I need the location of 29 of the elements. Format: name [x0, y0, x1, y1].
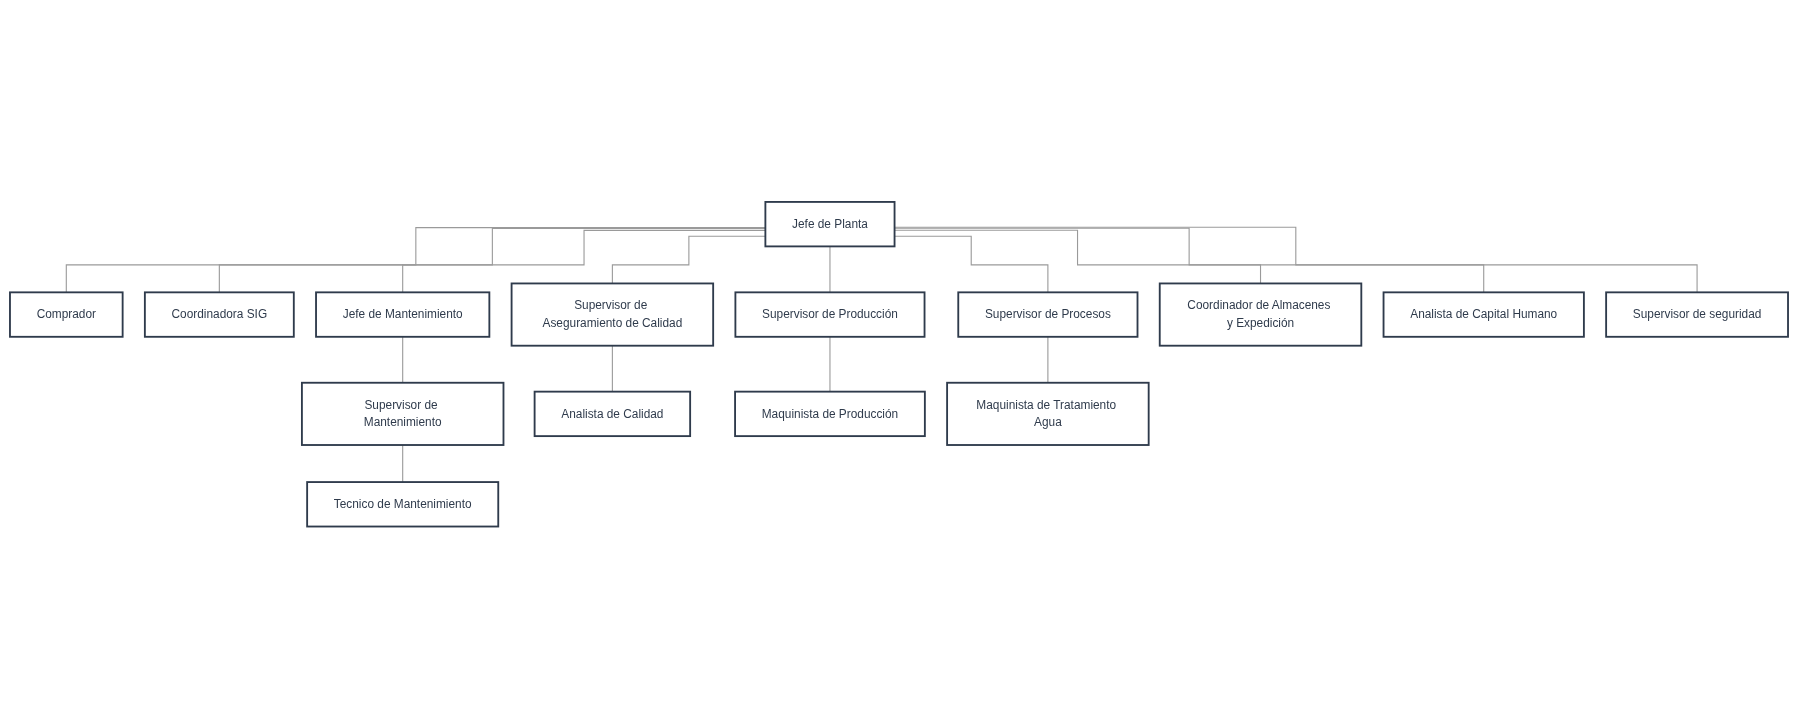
connector: [894, 227, 1485, 293]
connector: [829, 336, 831, 392]
node-box: Supervisor de Procesos: [957, 291, 1139, 338]
node-box: Supervisor de Mantenimiento: [301, 381, 505, 446]
node-box: Supervisor de Aseguramiento de Calidad: [510, 282, 715, 347]
connector: [218, 227, 766, 293]
node-box: Supervisor de Producción: [734, 291, 926, 338]
node-box: Maquinista de Producción: [734, 390, 926, 437]
connector: [829, 245, 831, 293]
connector: [894, 226, 1698, 293]
connector: [894, 229, 1262, 284]
node-box: Analista de Capital Humano: [1382, 291, 1585, 338]
node-box: Maquinista de Tratamiento Agua: [946, 381, 1150, 446]
connector: [1047, 336, 1049, 384]
node-box: Coordinador de Almacenes y Expedición: [1158, 282, 1363, 347]
node-box: Comprador: [9, 291, 124, 338]
connector: [611, 344, 613, 392]
node-box: Coordinadora SIG: [143, 291, 295, 338]
node-box: Tecnico de Mantenimiento: [306, 480, 500, 528]
connector: [611, 235, 766, 284]
connector: [65, 226, 766, 293]
node-box: Supervisor de seguridad: [1605, 291, 1789, 338]
node-box: Jefe de Mantenimiento: [315, 291, 491, 338]
connector: [402, 336, 404, 384]
connector: [894, 235, 1049, 293]
node-box: Analista de Calidad: [533, 390, 692, 437]
connector: [402, 229, 766, 293]
connector: [402, 444, 404, 483]
node-box: Jefe de Planta: [764, 200, 896, 248]
